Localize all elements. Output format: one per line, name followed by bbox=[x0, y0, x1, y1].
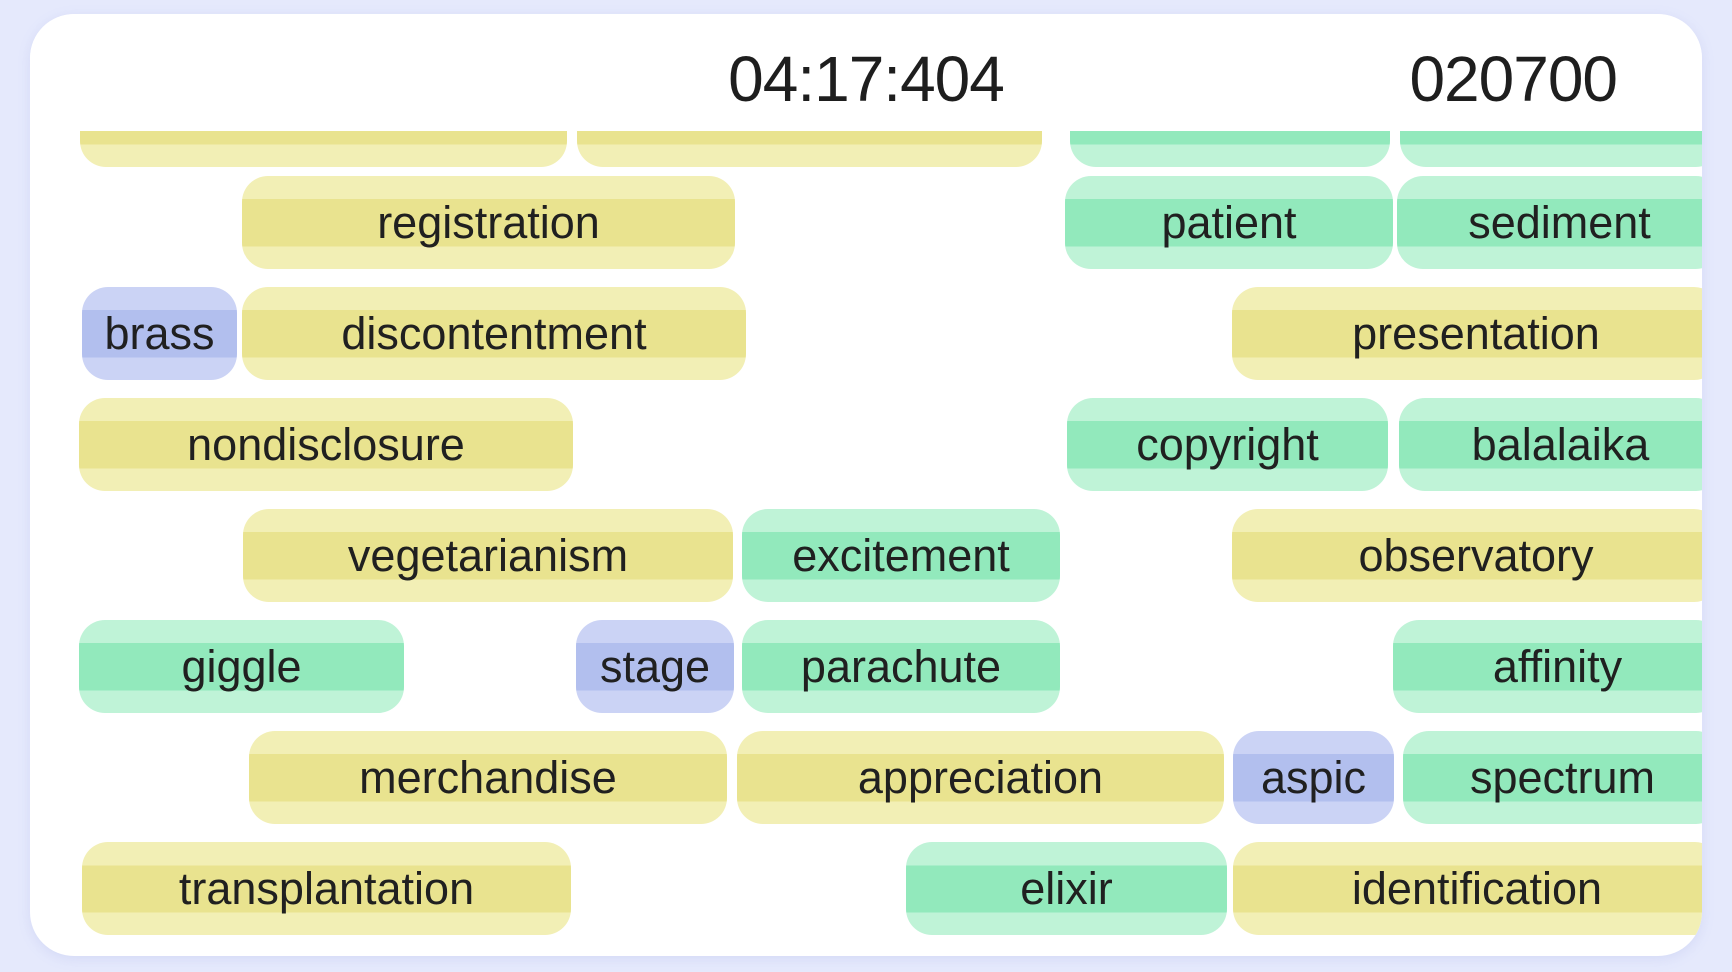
word-pill-copyright[interactable]: copyright bbox=[1067, 398, 1388, 491]
word-pill-observatory[interactable]: observatory bbox=[1232, 509, 1702, 602]
word-pill-spectrum[interactable]: spectrum bbox=[1403, 731, 1702, 824]
word-pill-label: balalaika bbox=[1471, 418, 1650, 470]
word-pill-label: merchandise bbox=[359, 751, 617, 803]
word-pill-giggle[interactable]: giggle bbox=[79, 620, 404, 713]
word-pill-label: giggle bbox=[181, 640, 302, 692]
word-pill-label: nondisclosure bbox=[187, 418, 465, 470]
word-pill-sediment[interactable]: sediment bbox=[1397, 176, 1702, 269]
word-pill-identification[interactable]: identification bbox=[1233, 842, 1702, 935]
word-pill-label: registration bbox=[377, 196, 600, 248]
timer-display: 04:17:404 bbox=[728, 43, 1005, 115]
word-pill-label: sediment bbox=[1468, 196, 1651, 248]
word-pill-discontentment[interactable]: discontentment bbox=[242, 287, 746, 380]
score-display: 020700 bbox=[1409, 43, 1618, 115]
word-pill-presentation[interactable]: presentation bbox=[1232, 287, 1702, 380]
word-pill-label: vegetarianism bbox=[347, 529, 629, 581]
word-pill-label: discontentment bbox=[341, 307, 647, 359]
word-pill-nondisclosure[interactable]: nondisclosure bbox=[79, 398, 573, 491]
word-pill-parachute[interactable]: parachute bbox=[742, 620, 1060, 713]
word-pill-label: aspic bbox=[1260, 751, 1367, 803]
game-board: registration patient sediment brass disconte… bbox=[30, 14, 1702, 956]
word-pill-layer: registration patient sediment brass disconte… bbox=[30, 14, 1702, 956]
word-pill-label: appreciation bbox=[857, 751, 1104, 803]
word-pill-appreciation[interactable]: appreciation bbox=[737, 731, 1224, 824]
word-pill-label: excitement bbox=[792, 529, 1010, 581]
word-pill-label: identification bbox=[1351, 862, 1603, 914]
word-pill-label: copyright bbox=[1136, 418, 1319, 470]
word-pill-patient[interactable]: patient bbox=[1065, 176, 1393, 269]
word-pill-elixir[interactable]: elixir bbox=[906, 842, 1227, 935]
word-pill-merchandise[interactable]: merchandise bbox=[249, 731, 727, 824]
word-pill-excitement[interactable]: excitement bbox=[742, 509, 1060, 602]
word-pill-label: brass bbox=[104, 307, 215, 359]
word-pill-label: elixir bbox=[1020, 862, 1113, 914]
word-pill-label: observatory bbox=[1358, 529, 1594, 581]
word-pill-vegetarianism[interactable]: vegetarianism bbox=[243, 509, 733, 602]
word-pill-aspic[interactable]: aspic bbox=[1233, 731, 1394, 824]
word-pill-label: stage bbox=[599, 640, 711, 692]
word-pill-transplantation[interactable]: transplantation bbox=[82, 842, 571, 935]
word-pill-label: patient bbox=[1161, 196, 1297, 248]
word-pill-label: parachute bbox=[800, 640, 1002, 692]
game-header: 04:17:404 020700 bbox=[30, 14, 1702, 131]
word-pill-label: affinity bbox=[1492, 640, 1623, 692]
word-pill-brass[interactable]: brass bbox=[82, 287, 237, 380]
word-pill-label: spectrum bbox=[1469, 751, 1656, 803]
word-pill-registration[interactable]: registration bbox=[242, 176, 735, 269]
word-pill-stage[interactable]: stage bbox=[576, 620, 734, 713]
word-pill-label: transplantation bbox=[178, 862, 475, 914]
word-pill-balalaika[interactable]: balalaika bbox=[1399, 398, 1702, 491]
word-pill-affinity[interactable]: affinity bbox=[1393, 620, 1702, 713]
word-pill-label: presentation bbox=[1352, 307, 1600, 359]
